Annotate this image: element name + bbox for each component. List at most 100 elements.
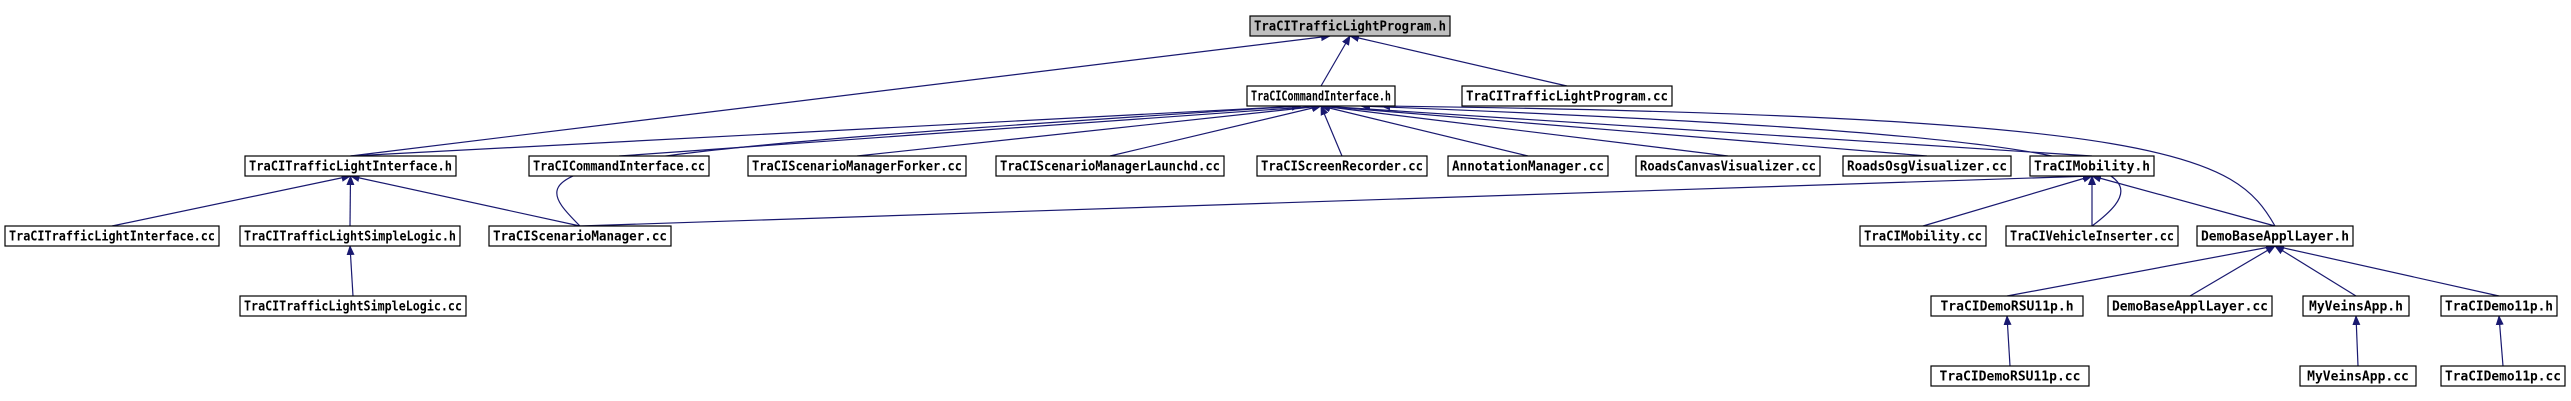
node-cmd-h[interactable]: TraCICommandInterface.h — [1246, 85, 1396, 107]
edge-rsu_cc-to-rsu_h — [2003, 315, 2012, 367]
node-vi-cc[interactable]: TraCIVehicleInserter.cc — [2005, 225, 2179, 247]
node-label: DemoBaseApplLayer.h — [2201, 230, 2349, 245]
node-box — [1930, 295, 2084, 317]
edge-vi_cc-to-cmd_h — [1360, 102, 2122, 227]
node-box — [244, 155, 457, 177]
node-smf-cc[interactable]: TraCIScenarioManagerForker.cc — [747, 155, 967, 177]
edge-mva_h-to-dbal_h — [2274, 245, 2357, 297]
node-label: TraCIMobility.cc — [1864, 230, 1982, 245]
node-box — [1461, 85, 1673, 107]
node-box — [239, 225, 461, 247]
edge-rcv_cc-to-cmd_h — [1320, 103, 1729, 157]
node-box — [1930, 365, 2090, 387]
edge-tsl_h-to-tli_h — [346, 175, 355, 227]
file-nodes: TraCITrafficLightProgram.hTraCICommandIn… — [4, 15, 2566, 387]
node-tlp-h: TraCITrafficLightProgram.h — [1249, 15, 1451, 37]
node-box — [2029, 155, 2155, 177]
node-box — [2107, 295, 2273, 317]
node-box — [2299, 365, 2417, 387]
edge-scr_cc-to-cmd_h — [1320, 105, 1343, 157]
node-label: TraCIDemo11p.h — [2445, 300, 2553, 315]
node-label: TraCIScenarioManager.cc — [493, 230, 667, 245]
node-box — [4, 225, 220, 247]
node-label: TraCIDemoRSU11p.h — [1940, 300, 2073, 315]
node-dbal-h[interactable]: DemoBaseApplLayer.h — [2196, 225, 2354, 247]
node-ann-cc[interactable]: AnnotationManager.cc — [1447, 155, 1609, 177]
node-mob-h[interactable]: TraCIMobility.h — [2029, 155, 2155, 177]
node-box — [488, 225, 672, 247]
edge-mva_cc-to-mva_h — [2352, 315, 2361, 367]
node-label: TraCITrafficLightInterface.h — [249, 160, 452, 175]
edge-dbal_h-to-cmd_h — [1380, 102, 2276, 227]
node-mva-cc[interactable]: MyVeinsApp.cc — [2299, 365, 2417, 387]
edge-tli_cc-to-tli_h — [111, 173, 352, 227]
node-label: DemoBaseApplLayer.cc — [2112, 300, 2268, 315]
node-label: TraCITrafficLightSimpleLogic.cc — [244, 300, 462, 315]
node-label: TraCICommandInterface.h — [1251, 90, 1391, 105]
node-mva-h[interactable]: MyVeinsApp.h — [2302, 295, 2410, 317]
node-dbal-cc[interactable]: DemoBaseApplLayer.cc — [2107, 295, 2273, 317]
node-box — [2302, 295, 2410, 317]
node-box — [1256, 155, 1428, 177]
node-box — [2440, 295, 2558, 317]
node-box — [1246, 85, 1396, 107]
edge-dbal_h-to-mob_h — [2091, 174, 2276, 227]
edge-sm_cc-to-mob_h — [579, 172, 2093, 227]
node-sm-cc[interactable]: TraCIScenarioManager.cc — [488, 225, 672, 247]
edge-mob_h-to-cmd_h — [1320, 102, 2093, 157]
node-label: MyVeinsApp.cc — [2307, 370, 2409, 385]
node-label: MyVeinsApp.h — [2309, 300, 2403, 315]
node-box — [995, 155, 1225, 177]
node-label: RoadsCanvasVisualizer.cc — [1640, 160, 1816, 175]
node-tli-h[interactable]: TraCITrafficLightInterface.h — [244, 155, 457, 177]
node-tlp-cc[interactable]: TraCITrafficLightProgram.cc — [1461, 85, 1673, 107]
node-mob-cc[interactable]: TraCIMobility.cc — [1859, 225, 1987, 247]
node-box — [1859, 225, 1987, 247]
node-box — [2005, 225, 2179, 247]
node-label: TraCICommandInterface.cc — [533, 160, 705, 175]
node-label: TraCITrafficLightSimpleLogic.h — [244, 230, 456, 245]
edge-sm_cc-to-tli_h — [349, 174, 581, 227]
node-d11-h[interactable]: TraCIDemo11p.h — [2440, 295, 2558, 317]
node-box — [1842, 155, 2012, 177]
node-tsl-h[interactable]: TraCITrafficLightSimpleLogic.h — [239, 225, 461, 247]
node-box — [1447, 155, 1609, 177]
node-box — [2440, 365, 2566, 387]
edge-cmd_h-to-tlp_h — [1320, 35, 1351, 87]
node-rsu-h[interactable]: TraCIDemoRSU11p.h — [1930, 295, 2084, 317]
node-tli-cc[interactable]: TraCITrafficLightInterface.cc — [4, 225, 220, 247]
node-label: TraCIScreenRecorder.cc — [1261, 160, 1423, 175]
node-label: TraCIVehicleInserter.cc — [2010, 230, 2174, 245]
node-sml-cc[interactable]: TraCIScenarioManagerLaunchd.cc — [995, 155, 1225, 177]
node-cmd-cc[interactable]: TraCICommandInterface.cc — [528, 155, 710, 177]
node-box — [528, 155, 710, 177]
node-label: TraCIScenarioManagerLaunchd.cc — [1000, 160, 1220, 175]
node-box — [2196, 225, 2354, 247]
node-label: TraCIMobility.h — [2034, 160, 2150, 175]
edge-tli_h-to-tlp_h — [350, 33, 1331, 157]
node-label: TraCIDemo11p.cc — [2445, 370, 2561, 385]
edge-mob_cc-to-mob_h — [1922, 174, 2093, 227]
node-box — [1249, 15, 1451, 37]
node-label: TraCITrafficLightInterface.cc — [9, 230, 215, 245]
edge-d11_h-to-dbal_h — [2274, 244, 2500, 297]
node-label: AnnotationManager.cc — [1452, 160, 1604, 175]
node-scr-cc[interactable]: TraCIScreenRecorder.cc — [1256, 155, 1428, 177]
edge-rsu_h-to-dbal_h — [2006, 243, 2276, 297]
node-tsl-cc[interactable]: TraCITrafficLightSimpleLogic.cc — [239, 295, 467, 317]
node-box — [239, 295, 467, 317]
edge-sml_cc-to-cmd_h — [1109, 104, 1322, 157]
node-d11-cc[interactable]: TraCIDemo11p.cc — [2440, 365, 2566, 387]
edge-tli_h-to-cmd_h — [350, 102, 1302, 157]
node-rov-cc[interactable]: RoadsOsgVisualizer.cc — [1842, 155, 2012, 177]
node-label: TraCITrafficLightProgram.h — [1254, 20, 1446, 35]
node-box — [747, 155, 967, 177]
edge-tlp_cc-to-tlp_h — [1349, 34, 1568, 87]
node-label: TraCIDemoRSU11p.cc — [1940, 370, 2081, 385]
edge-rov_cc-to-cmd_h — [1320, 102, 1928, 157]
edge-dbal_cc-to-dbal_h — [2189, 245, 2276, 297]
node-rsu-cc[interactable]: TraCIDemoRSU11p.cc — [1930, 365, 2090, 387]
edge-tsl_cc-to-tsl_h — [346, 245, 355, 297]
node-rcv-cc[interactable]: RoadsCanvasVisualizer.cc — [1635, 155, 1821, 177]
